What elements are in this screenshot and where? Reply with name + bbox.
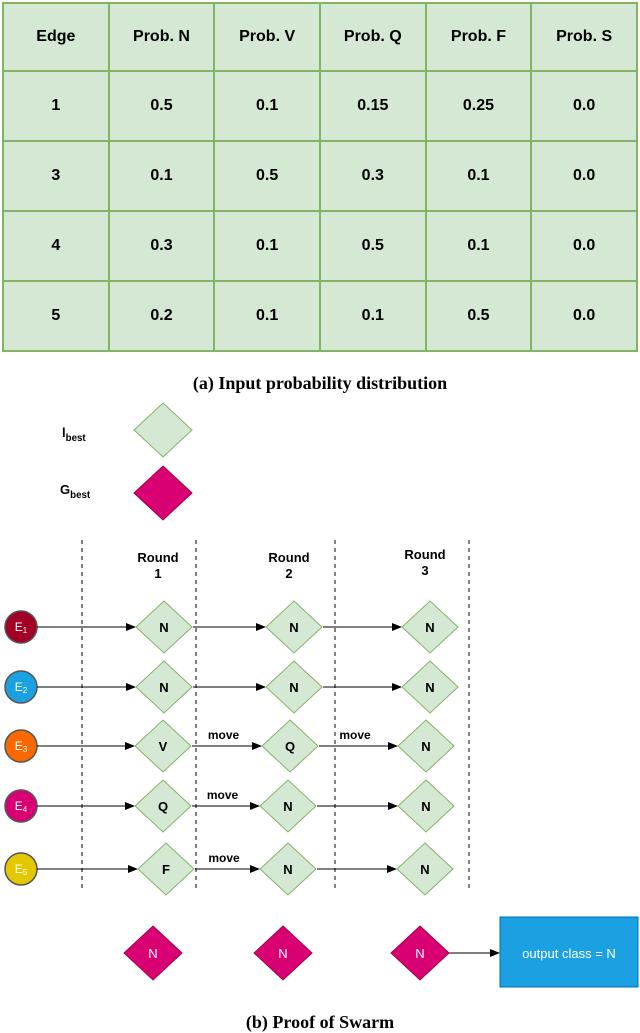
- table-cell: 0.1: [213, 280, 321, 352]
- table-row: 3 0.1 0.5 0.3 0.1 0.0: [2, 140, 638, 212]
- table-cell: 3: [2, 140, 110, 212]
- lbest-diamond-label: N: [425, 680, 434, 695]
- lbest-diamond-label: N: [421, 739, 430, 754]
- table-header-cell: Prob. S: [530, 2, 638, 72]
- lbest-diamond-label: N: [421, 799, 430, 814]
- edge-node-label: E5: [15, 862, 28, 877]
- lbest-diamond: [261, 719, 319, 773]
- caption-a: (a) Input probability distribution: [192, 373, 448, 393]
- table-cell: 0.25: [424, 70, 533, 142]
- round-header-label: Round: [137, 550, 178, 565]
- table-header-row: Edge Prob. N Prob. V Prob. Q Prob. F Pro…: [2, 2, 638, 72]
- lbest-diamond-label: N: [283, 862, 292, 877]
- table-cell: 0.15: [318, 70, 427, 142]
- table-cell: 1: [2, 70, 110, 142]
- move-label: move: [207, 788, 239, 802]
- move-label: move: [339, 728, 371, 742]
- table-header-cell: Edge: [2, 2, 110, 72]
- table-cell: 0.1: [213, 210, 321, 282]
- table-cell: 0.1: [213, 70, 321, 142]
- table-row: 5 0.2 0.1 0.1 0.5 0.0: [2, 280, 638, 352]
- lbest-diamond: [134, 719, 192, 773]
- table-header-cell: Prob. Q: [318, 2, 427, 72]
- table-row: 4 0.3 0.1 0.5 0.1 0.0: [2, 210, 638, 282]
- lbest-diamond-label: N: [420, 862, 429, 877]
- gbest-diamond: [253, 925, 313, 981]
- edge-node-label: E4: [15, 799, 28, 814]
- table-cell: 0.5: [424, 280, 533, 352]
- lbest-diamond: [259, 779, 317, 833]
- lbest-diamond-label: F: [162, 862, 170, 877]
- table-cell: 0.0: [530, 70, 638, 142]
- lbest-diamond-label: N: [289, 620, 298, 635]
- round-header-label: Round: [268, 550, 309, 565]
- lbest-diamond: [137, 842, 195, 896]
- gbest-legend-diamond: [133, 465, 193, 521]
- table-header-cell: Prob. N: [107, 2, 216, 72]
- probability-table: Edge Prob. N Prob. V Prob. Q Prob. F Pro…: [2, 2, 638, 352]
- edge-node-label: E1: [15, 620, 28, 635]
- lbest-diamond: [265, 660, 323, 714]
- lbest-diamond: [259, 842, 317, 896]
- table-cell: 0.3: [318, 140, 427, 212]
- round-header-label: Round: [404, 547, 445, 562]
- table-header-cell: Prob. V: [213, 2, 321, 72]
- lbest-diamond: [396, 842, 454, 896]
- table-cell: 5: [2, 280, 110, 352]
- output-class-label: output class = N: [522, 946, 616, 961]
- round-header-number: 3: [421, 563, 428, 578]
- table-cell: 0.3: [107, 210, 216, 282]
- output-class-box: [499, 916, 639, 988]
- edge-node-label: E2: [15, 680, 28, 695]
- gbest-diamond-label: N: [278, 946, 287, 961]
- lbest-diamond: [401, 660, 459, 714]
- gbest-diamond-label: N: [415, 946, 424, 961]
- lbest-diamond: [135, 600, 193, 654]
- lbest-diamond: [401, 600, 459, 654]
- round-header-number: 2: [285, 566, 292, 581]
- lbest-diamond-label: N: [289, 680, 298, 695]
- table-header-cell: Prob. F: [424, 2, 533, 72]
- caption-b: (b) Proof of Swarm: [245, 1012, 395, 1032]
- table-cell: 0.0: [530, 210, 638, 282]
- lbest-diamond-label: N: [159, 620, 168, 635]
- lbest-diamond-label: V: [159, 739, 168, 754]
- table-cell: 0.0: [530, 140, 638, 212]
- gbest-legend-label: Gbest: [60, 482, 91, 501]
- move-label: move: [208, 728, 240, 742]
- table-cell: 0.2: [107, 280, 216, 352]
- table-cell: 0.5: [318, 210, 427, 282]
- lbest-diamond: [265, 600, 323, 654]
- gbest-diamond: [123, 925, 183, 981]
- edge-node-label: E3: [15, 739, 28, 754]
- lbest-diamond-label: N: [283, 799, 292, 814]
- lbest-diamond: [397, 719, 455, 773]
- lbest-diamond-label: Q: [285, 739, 295, 754]
- lbest-legend-diamond: [133, 402, 193, 458]
- lbest-diamond-label: Q: [158, 799, 168, 814]
- table-cell: 0.1: [107, 140, 216, 212]
- table-cell: 4: [2, 210, 110, 282]
- table-cell: 0.5: [107, 70, 216, 142]
- lbest-diamond-label: N: [159, 680, 168, 695]
- round-header-number: 1: [154, 566, 161, 581]
- move-label: move: [208, 851, 240, 865]
- table-cell: 0.5: [213, 140, 321, 212]
- lbest-diamond: [134, 779, 192, 833]
- table-cell: 0.1: [424, 210, 533, 282]
- gbest-diamond-label: N: [148, 946, 157, 961]
- gbest-diamond: [390, 925, 450, 981]
- table-cell: 0.1: [318, 280, 427, 352]
- table-cell: 0.1: [424, 140, 533, 212]
- table-cell: 0.0: [530, 280, 638, 352]
- lbest-diamond: [397, 779, 455, 833]
- lbest-legend-label: lbest: [62, 425, 86, 444]
- table-row: 1 0.5 0.1 0.15 0.25 0.0: [2, 70, 638, 142]
- lbest-diamond-label: N: [425, 620, 434, 635]
- lbest-diamond: [135, 660, 193, 714]
